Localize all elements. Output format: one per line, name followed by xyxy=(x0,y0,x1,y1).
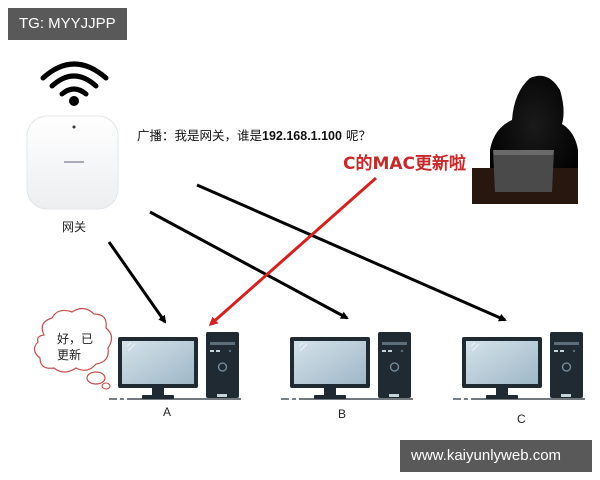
attacker-message-text: C的MAC更新啦 xyxy=(343,154,467,174)
gateway-router-icon xyxy=(26,115,119,210)
computer-a-label-text: A xyxy=(163,405,172,419)
thought-line-1: 好，已 xyxy=(57,332,94,346)
broadcast-ip: 192.168.1.100 xyxy=(262,129,342,143)
attacker-message: C的MAC更新啦 xyxy=(343,149,466,174)
arrow-attacker-to-a xyxy=(208,176,377,326)
thought-bubble xyxy=(33,307,113,390)
computer-b-label: B xyxy=(338,407,346,421)
watermark-top: TG: MYYJJPP xyxy=(8,8,127,40)
computer-b-icon xyxy=(281,332,413,400)
computer-b-label-text: B xyxy=(338,407,347,421)
wifi-icon xyxy=(40,61,109,106)
gateway-label: 网关 xyxy=(62,218,86,235)
computer-c-icon xyxy=(453,332,585,400)
broadcast-message: 广播：我是网关，谁是192.168.1.100 呢？ xyxy=(137,125,371,144)
arrow-gateway-to-a xyxy=(107,241,167,324)
hacker-icon xyxy=(470,66,578,204)
broadcast-prefix: 广播：我是网关，谁是 xyxy=(137,128,263,143)
arrow-gateway-to-b xyxy=(149,210,349,320)
arrow-gateway-to-c xyxy=(196,183,507,322)
watermark-bottom: www.kaiyunlyweb.com xyxy=(400,440,592,472)
broadcast-suffix: 呢？ xyxy=(341,128,371,143)
thought-bubble-text: 好，已 更新 xyxy=(57,331,93,363)
computer-a-label: A xyxy=(163,405,171,419)
thought-line-2: 更新 xyxy=(57,348,82,362)
watermark-top-text: TG: MYYJJPP xyxy=(19,15,116,32)
gateway-label-text: 网关 xyxy=(62,220,87,234)
watermark-bottom-text: www.kaiyunlyweb.com xyxy=(411,447,562,464)
computer-a-icon xyxy=(109,332,241,400)
computer-c-label-text: C xyxy=(517,412,526,426)
computer-c-label: C xyxy=(517,412,526,426)
